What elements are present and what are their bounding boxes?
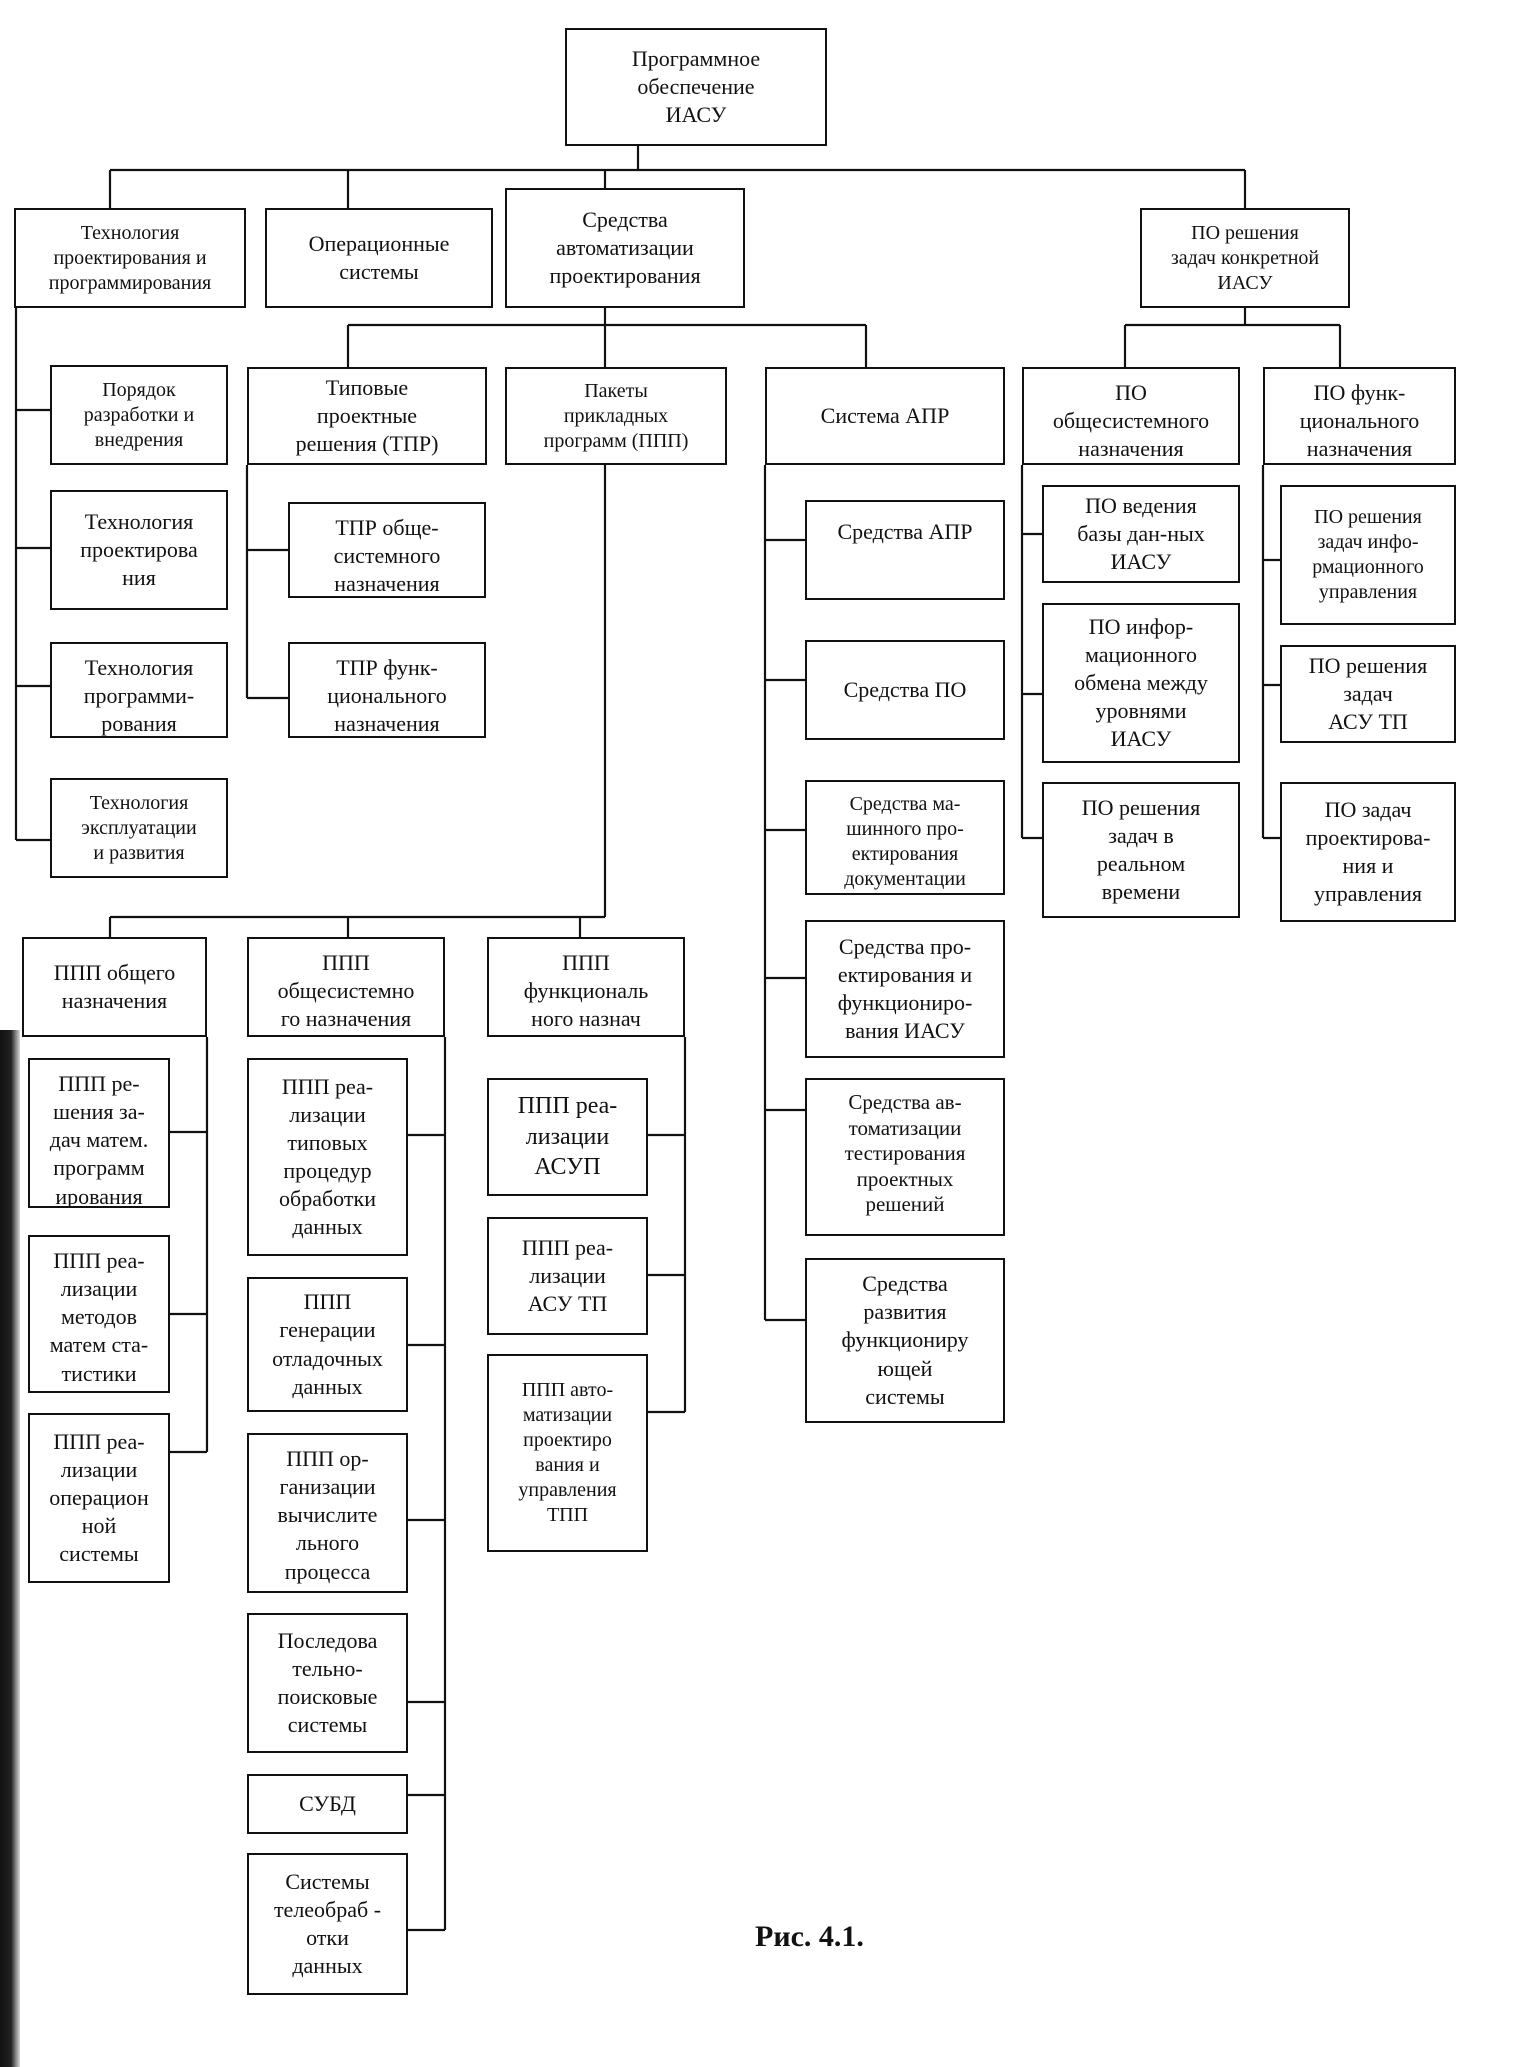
po-func-item-label: ПО задач проектирова- ния и управления (1305, 796, 1431, 907)
tech-item-operation: Технология эксплуатации и развития (50, 778, 228, 878)
ppp-group-label: ППП общего назначения (53, 959, 176, 1013)
root-label: Программное обеспечение ИАСУ (631, 45, 761, 128)
ppp-group-system: ППП общесистемно го назначения (247, 937, 445, 1037)
po-func-label: ПО функ- ционального назначения (1299, 380, 1420, 462)
ppp-general-item-label: ППП реа- лизации методов матем ста- тист… (49, 1248, 149, 1386)
po-obsh-item-label: ПО решения задач в реальном времени (1081, 794, 1201, 905)
tech-item-order: Порядок разработки и внедрения (50, 365, 228, 465)
ppp-system-item-dbms: СУБД (247, 1774, 408, 1834)
tpr-label: Типовые проектные решения (ТПР) (295, 374, 439, 457)
po-obsh-item-label: ПО инфор- мационного обмена между уровня… (1074, 613, 1208, 752)
ppp-node: Пакеты прикладных программ (ППП) (505, 367, 727, 465)
ppp-system-item-label: ППП генерации отладочных данных (272, 1289, 383, 1399)
po-func-item-asutp: ПО решения задач АСУ ТП (1280, 645, 1456, 743)
ppp-general-item-math: ППП ре- шения за- дач матем. программ ир… (28, 1058, 170, 1208)
apr-label: Система АПР (820, 402, 950, 428)
apr-item-label: Средства ма- шинного про- ектирования до… (844, 793, 966, 890)
apr-node: Система АПР (765, 367, 1005, 465)
apr-item-software: Средства ПО (805, 640, 1005, 740)
scan-shadow-edge (0, 1030, 20, 2067)
ppp-system-item-label: Системы телеобраб - отки данных (273, 1868, 382, 1979)
ppp-functional-item-label: ППП реа- лизации АСУ ТП (521, 1234, 614, 1317)
ppp-system-item-computing: ППП ор- ганизации вычислите льного проце… (247, 1433, 408, 1593)
sap-node: Средства автоматизации проектирования (505, 188, 745, 308)
tpr-item-label: ТПР функ- ционального назначения (327, 655, 447, 737)
po-func-item-label: ПО решения задач инфо- рмационного управ… (1312, 506, 1424, 603)
tech-node: Технология проектирования и программиров… (14, 208, 246, 308)
ppp-label: Пакеты прикладных программ (ППП) (543, 379, 689, 452)
ppp-functional-item-label: ППП реа- лизации АСУП (517, 1092, 618, 1181)
apr-item-label: Средства ав- томатизации тестирования пр… (844, 1090, 966, 1217)
ppp-group-general: ППП общего назначения (22, 937, 207, 1037)
ppp-general-item-label: ППП ре- шения за- дач матем. программ ир… (49, 1071, 149, 1208)
ppp-group-label: ППП общесистемно го назначения (277, 950, 415, 1032)
root-node: Программное обеспечение ИАСУ (565, 28, 827, 146)
tech-item-label: Технология программи- рования (83, 655, 195, 737)
ppp-general-item-os: ППП реа- лизации операцион ной системы (28, 1413, 170, 1583)
po-func-item-design: ПО задач проектирова- ния и управления (1280, 782, 1456, 922)
tech-item-programming: Технология программи- рования (50, 642, 228, 738)
ppp-group-label: ППП функциональ ного назнач (523, 950, 649, 1032)
ppp-system-item-label: СУБД (299, 1790, 356, 1816)
ppp-functional-item-asup: ППП реа- лизации АСУП (487, 1078, 648, 1196)
ppp-system-item-debug-data: ППП генерации отладочных данных (247, 1277, 408, 1412)
ppp-system-item-processing: ППП реа- лизации типовых процедур обрабо… (247, 1058, 408, 1256)
po-obsh-node: ПО общесистемного назначения (1022, 367, 1240, 465)
tech-item-label: Порядок разработки и внедрения (83, 378, 195, 451)
os-label: Операционные системы (308, 230, 450, 284)
po-obsh-item-exchange: ПО инфор- мационного обмена между уровня… (1042, 603, 1240, 763)
tech-item-label: Технология проектирова ния (80, 508, 198, 591)
po-func-node: ПО функ- ционального назначения (1263, 367, 1456, 465)
tech-item-label: Технология эксплуатации и развития (81, 791, 197, 864)
ppp-system-item-search: Последова тельно- поисковые системы (247, 1613, 408, 1753)
apr-item-testing: Средства ав- томатизации тестирования пр… (805, 1078, 1005, 1236)
po-func-item-label: ПО решения задач АСУ ТП (1308, 652, 1428, 735)
apr-item-development: Средства развития функциониру ющей систе… (805, 1258, 1005, 1423)
ppp-functional-item-label: ППП авто- матизации проектиро вания и уп… (518, 1379, 617, 1526)
tpr-node: Типовые проектные решения (ТПР) (247, 367, 487, 465)
ppp-system-item-teleprocessing: Системы телеобраб - отки данных (247, 1853, 408, 1995)
tpr-item-system: ТПР обще- системного назначения (288, 502, 486, 598)
apr-item-label: Средства ПО (843, 676, 967, 702)
figure-caption: Рис. 4.1. (755, 1920, 864, 1953)
os-node: Операционные системы (265, 208, 493, 308)
tpr-item-functional: ТПР функ- ционального назначения (288, 642, 486, 738)
po-func-item-info: ПО решения задач инфо- рмационного управ… (1280, 485, 1456, 625)
apr-item-label: Средства про- ектирования и функциониро-… (837, 933, 973, 1044)
ppp-general-item-stats: ППП реа- лизации методов матем ста- тист… (28, 1235, 170, 1393)
tech-label: Технология проектирования и программиров… (48, 221, 212, 294)
sap-label: Средства автоматизации проектирования (549, 206, 701, 289)
po-iasu-label: ПО решения задач конкретной ИАСУ (1170, 221, 1320, 294)
apr-item-tools: Средства АПР (805, 500, 1005, 600)
po-iasu-node: ПО решения задач конкретной ИАСУ (1140, 208, 1350, 308)
ppp-system-item-label: ППП реа- лизации типовых процедур обрабо… (279, 1073, 376, 1240)
apr-item-design-iasu: Средства про- ектирования и функциониро-… (805, 920, 1005, 1058)
apr-item-label: Средства развития функциониру ющей систе… (841, 1271, 969, 1409)
ppp-system-item-label: ППП ор- ганизации вычислите льного проце… (277, 1446, 378, 1584)
ppp-functional-item-asutp: ППП реа- лизации АСУ ТП (487, 1217, 648, 1335)
ppp-functional-item-tpp: ППП авто- матизации проектиро вания и уп… (487, 1354, 648, 1552)
tpr-item-label: ТПР обще- системного назначения (333, 515, 441, 597)
apr-item-label: Средства АПР (837, 519, 973, 544)
po-obsh-item-label: ПО ведения базы дан-ных ИАСУ (1077, 492, 1205, 575)
tech-item-design: Технология проектирова ния (50, 490, 228, 610)
ppp-group-functional: ППП функциональ ного назнач (487, 937, 685, 1037)
po-obsh-label: ПО общесистемного назначения (1052, 380, 1210, 462)
ppp-general-item-label: ППП реа- лизации операцион ной системы (49, 1428, 149, 1567)
ppp-system-item-label: Последова тельно- поисковые системы (277, 1627, 378, 1738)
po-obsh-item-database: ПО ведения базы дан-ных ИАСУ (1042, 485, 1240, 583)
apr-item-docs: Средства ма- шинного про- ектирования до… (805, 780, 1005, 895)
po-obsh-item-realtime: ПО решения задач в реальном времени (1042, 782, 1240, 918)
